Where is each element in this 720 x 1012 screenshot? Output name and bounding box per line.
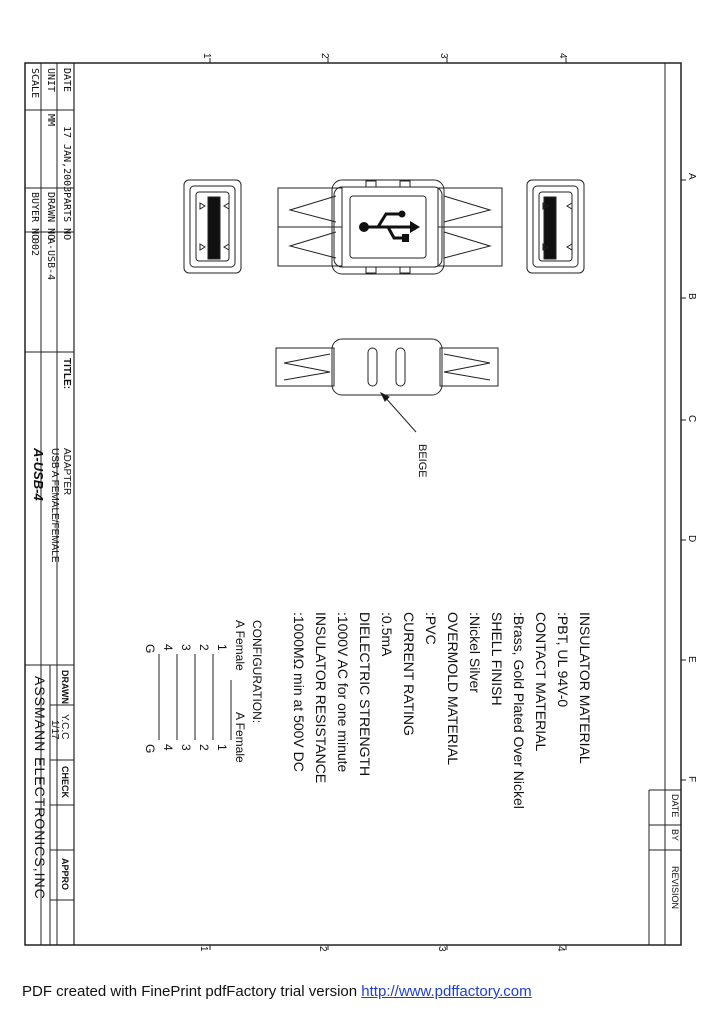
- parts-no-label: PARTS NO: [61, 192, 72, 241]
- right-end-view: [526, 179, 585, 274]
- config-header-right: A Female: [233, 712, 247, 763]
- grid-bottom-2: 2: [317, 946, 328, 952]
- config-pin-right-1: 1: [215, 744, 229, 751]
- date-label: DATE: [61, 68, 72, 93]
- date-value: 17 JAN,2003: [61, 126, 72, 193]
- pdf-footer: PDF created with FinePrint pdfFactory tr…: [22, 983, 532, 1000]
- configuration-title: CONFIGURATION:: [250, 620, 264, 724]
- spec-line: INSULATOR RESISTANCE: [313, 612, 329, 784]
- spec-line: :0.5mA: [379, 612, 395, 657]
- spec-line: :PVC: [423, 612, 439, 645]
- title-line-1: ADAPTER: [61, 448, 72, 496]
- scale-label: SCALE: [29, 68, 40, 99]
- config-pin-left-1: 1: [215, 644, 229, 651]
- grid-letter-b: B: [686, 293, 697, 300]
- grid-bottom-4: 4: [555, 946, 566, 952]
- part-number: A-USB-4: [31, 448, 46, 501]
- spec-line: SHELL FINISH: [489, 612, 505, 706]
- config-pin-left-4: 4: [161, 644, 175, 651]
- spec-line: DIELECTRIC STRENGTH: [357, 612, 373, 777]
- unit-value: MM: [45, 114, 56, 127]
- spec-line: :1000MΩ min at 500V DC: [291, 612, 307, 772]
- spec-line: :Brass, Gold Plated Over Nickel: [511, 612, 527, 809]
- config-pin-right-g: G: [143, 744, 157, 754]
- revision-label: REVISION: [670, 866, 680, 910]
- spec-line: :PBT, UL 94V-0: [555, 612, 571, 708]
- revision-date-label: DATE: [670, 794, 680, 818]
- company-name: ASSMANN ELECTRONICS,INC: [32, 676, 48, 900]
- spec-line: CONTACT MATERIAL: [533, 612, 549, 752]
- grid-letter-c: C: [686, 415, 697, 423]
- spec-line: :Nickel Silver: [467, 612, 483, 693]
- buyer-no-label: BUYER NO: [29, 192, 40, 241]
- grid-bottom-1: 1: [198, 946, 209, 952]
- unit-label: UNIT: [45, 68, 56, 93]
- side-view: [275, 338, 499, 396]
- grid-top-4: 4: [557, 53, 568, 59]
- grid-top-1: 1: [201, 53, 212, 59]
- config-pin-right-2: 2: [197, 744, 211, 751]
- footer-text: PDF created with FinePrint pdfFactory tr…: [22, 983, 362, 1000]
- drawn-no-value: A-USB-4: [45, 238, 56, 281]
- grid-letter-a: A: [686, 173, 697, 180]
- pdffactory-link[interactable]: http://www.pdffactory.com: [361, 983, 532, 1000]
- drawn-no-label: DRAWN NO: [45, 192, 56, 241]
- grid-letter-e: E: [686, 656, 697, 663]
- spec-line: OVERMOLD MATERIAL: [445, 612, 461, 765]
- grid-letter-d: D: [686, 535, 697, 543]
- title-label: TITLE:: [61, 358, 72, 390]
- usb-icon: [359, 210, 420, 242]
- title-line-2: USB A FEMALE/FEMALE: [49, 448, 60, 563]
- drawn-label: DRAWN: [60, 670, 70, 704]
- config-header-left: A Female: [233, 620, 247, 671]
- left-end-view: [183, 179, 242, 274]
- appro-label: APPRO: [60, 858, 70, 891]
- revision-by-label: BY: [670, 829, 680, 842]
- drawn-by: Y.C.C: [59, 714, 70, 740]
- config-pin-left-g: G: [143, 644, 157, 654]
- grid-bottom-3: 3: [436, 946, 447, 952]
- spec-line: CURRENT RATING: [401, 612, 417, 736]
- grid-top-2: 2: [319, 53, 330, 59]
- configuration-lines: [158, 654, 232, 740]
- grid-letter-f: F: [686, 776, 697, 783]
- config-pin-right-4: 4: [161, 744, 175, 751]
- check-label: CHECK: [60, 766, 70, 799]
- drawn-date: 1/17: [49, 720, 60, 740]
- buyer-no-value: 002: [29, 238, 40, 257]
- spec-line: :1000V AC for one minute: [335, 612, 351, 773]
- config-pin-left-3: 3: [179, 644, 193, 651]
- config-pin-right-3: 3: [179, 744, 193, 751]
- config-pin-left-2: 2: [197, 644, 211, 651]
- beige-label: BEIGE: [416, 444, 428, 478]
- top-view: [277, 179, 503, 275]
- spec-line: INSULATOR MATERIAL: [577, 612, 593, 764]
- grid-top-3: 3: [438, 53, 449, 59]
